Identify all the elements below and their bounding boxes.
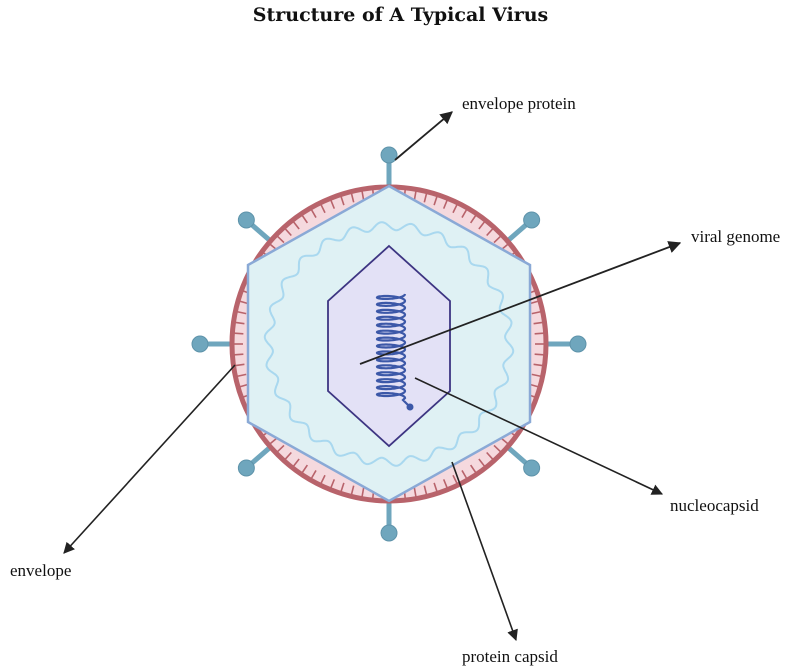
spike-head (381, 525, 397, 541)
envelope-tick (234, 333, 243, 334)
genome-coil-end (407, 404, 414, 411)
label-nucleocapsid: nucleocapsid (670, 496, 759, 516)
spike-head (238, 460, 254, 476)
arrow-protein-capsid (452, 462, 516, 640)
label-envelope-protein: envelope protein (462, 94, 576, 114)
envelope-tick (535, 354, 544, 355)
envelope-tick (535, 333, 544, 334)
arrow-envelope-protein (395, 112, 452, 160)
spike-head (381, 147, 397, 163)
label-envelope: envelope (10, 561, 71, 581)
spike-head (192, 336, 208, 352)
spike-head (570, 336, 586, 352)
spike-head (524, 460, 540, 476)
spike-head (238, 212, 254, 228)
envelope-tick (234, 354, 243, 355)
label-protein-capsid: protein capsid (462, 647, 558, 667)
label-viral-genome: viral genome (691, 227, 780, 247)
arrow-envelope (64, 365, 235, 553)
spike-head (524, 212, 540, 228)
